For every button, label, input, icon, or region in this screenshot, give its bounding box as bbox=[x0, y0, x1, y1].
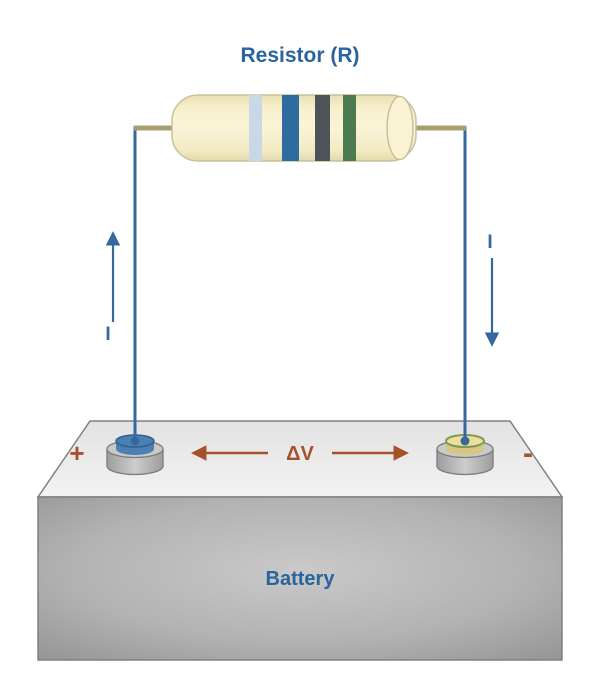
battery-front-face bbox=[37, 496, 563, 661]
plus-label: + bbox=[69, 438, 84, 468]
delta-v-label: ΔV bbox=[286, 443, 314, 465]
wire-node-left bbox=[130, 436, 140, 446]
wire-node-right bbox=[460, 436, 470, 446]
battery: Battery bbox=[36, 420, 564, 661]
battery-label: Battery bbox=[266, 568, 336, 590]
resistor-band-2 bbox=[282, 95, 299, 161]
resistor bbox=[134, 94, 466, 162]
current-label-right: I bbox=[487, 232, 492, 253]
wire-left bbox=[133, 126, 174, 437]
wire-right bbox=[416, 126, 467, 437]
resistor-band-3 bbox=[315, 95, 330, 161]
resistor-band-1 bbox=[249, 95, 262, 161]
current-label-left: I bbox=[105, 324, 110, 345]
resistor-title: Resistor (R) bbox=[240, 44, 359, 67]
resistor-band-4 bbox=[343, 95, 356, 161]
minus-label: - bbox=[523, 437, 533, 470]
resistor-end-cap bbox=[386, 95, 414, 161]
